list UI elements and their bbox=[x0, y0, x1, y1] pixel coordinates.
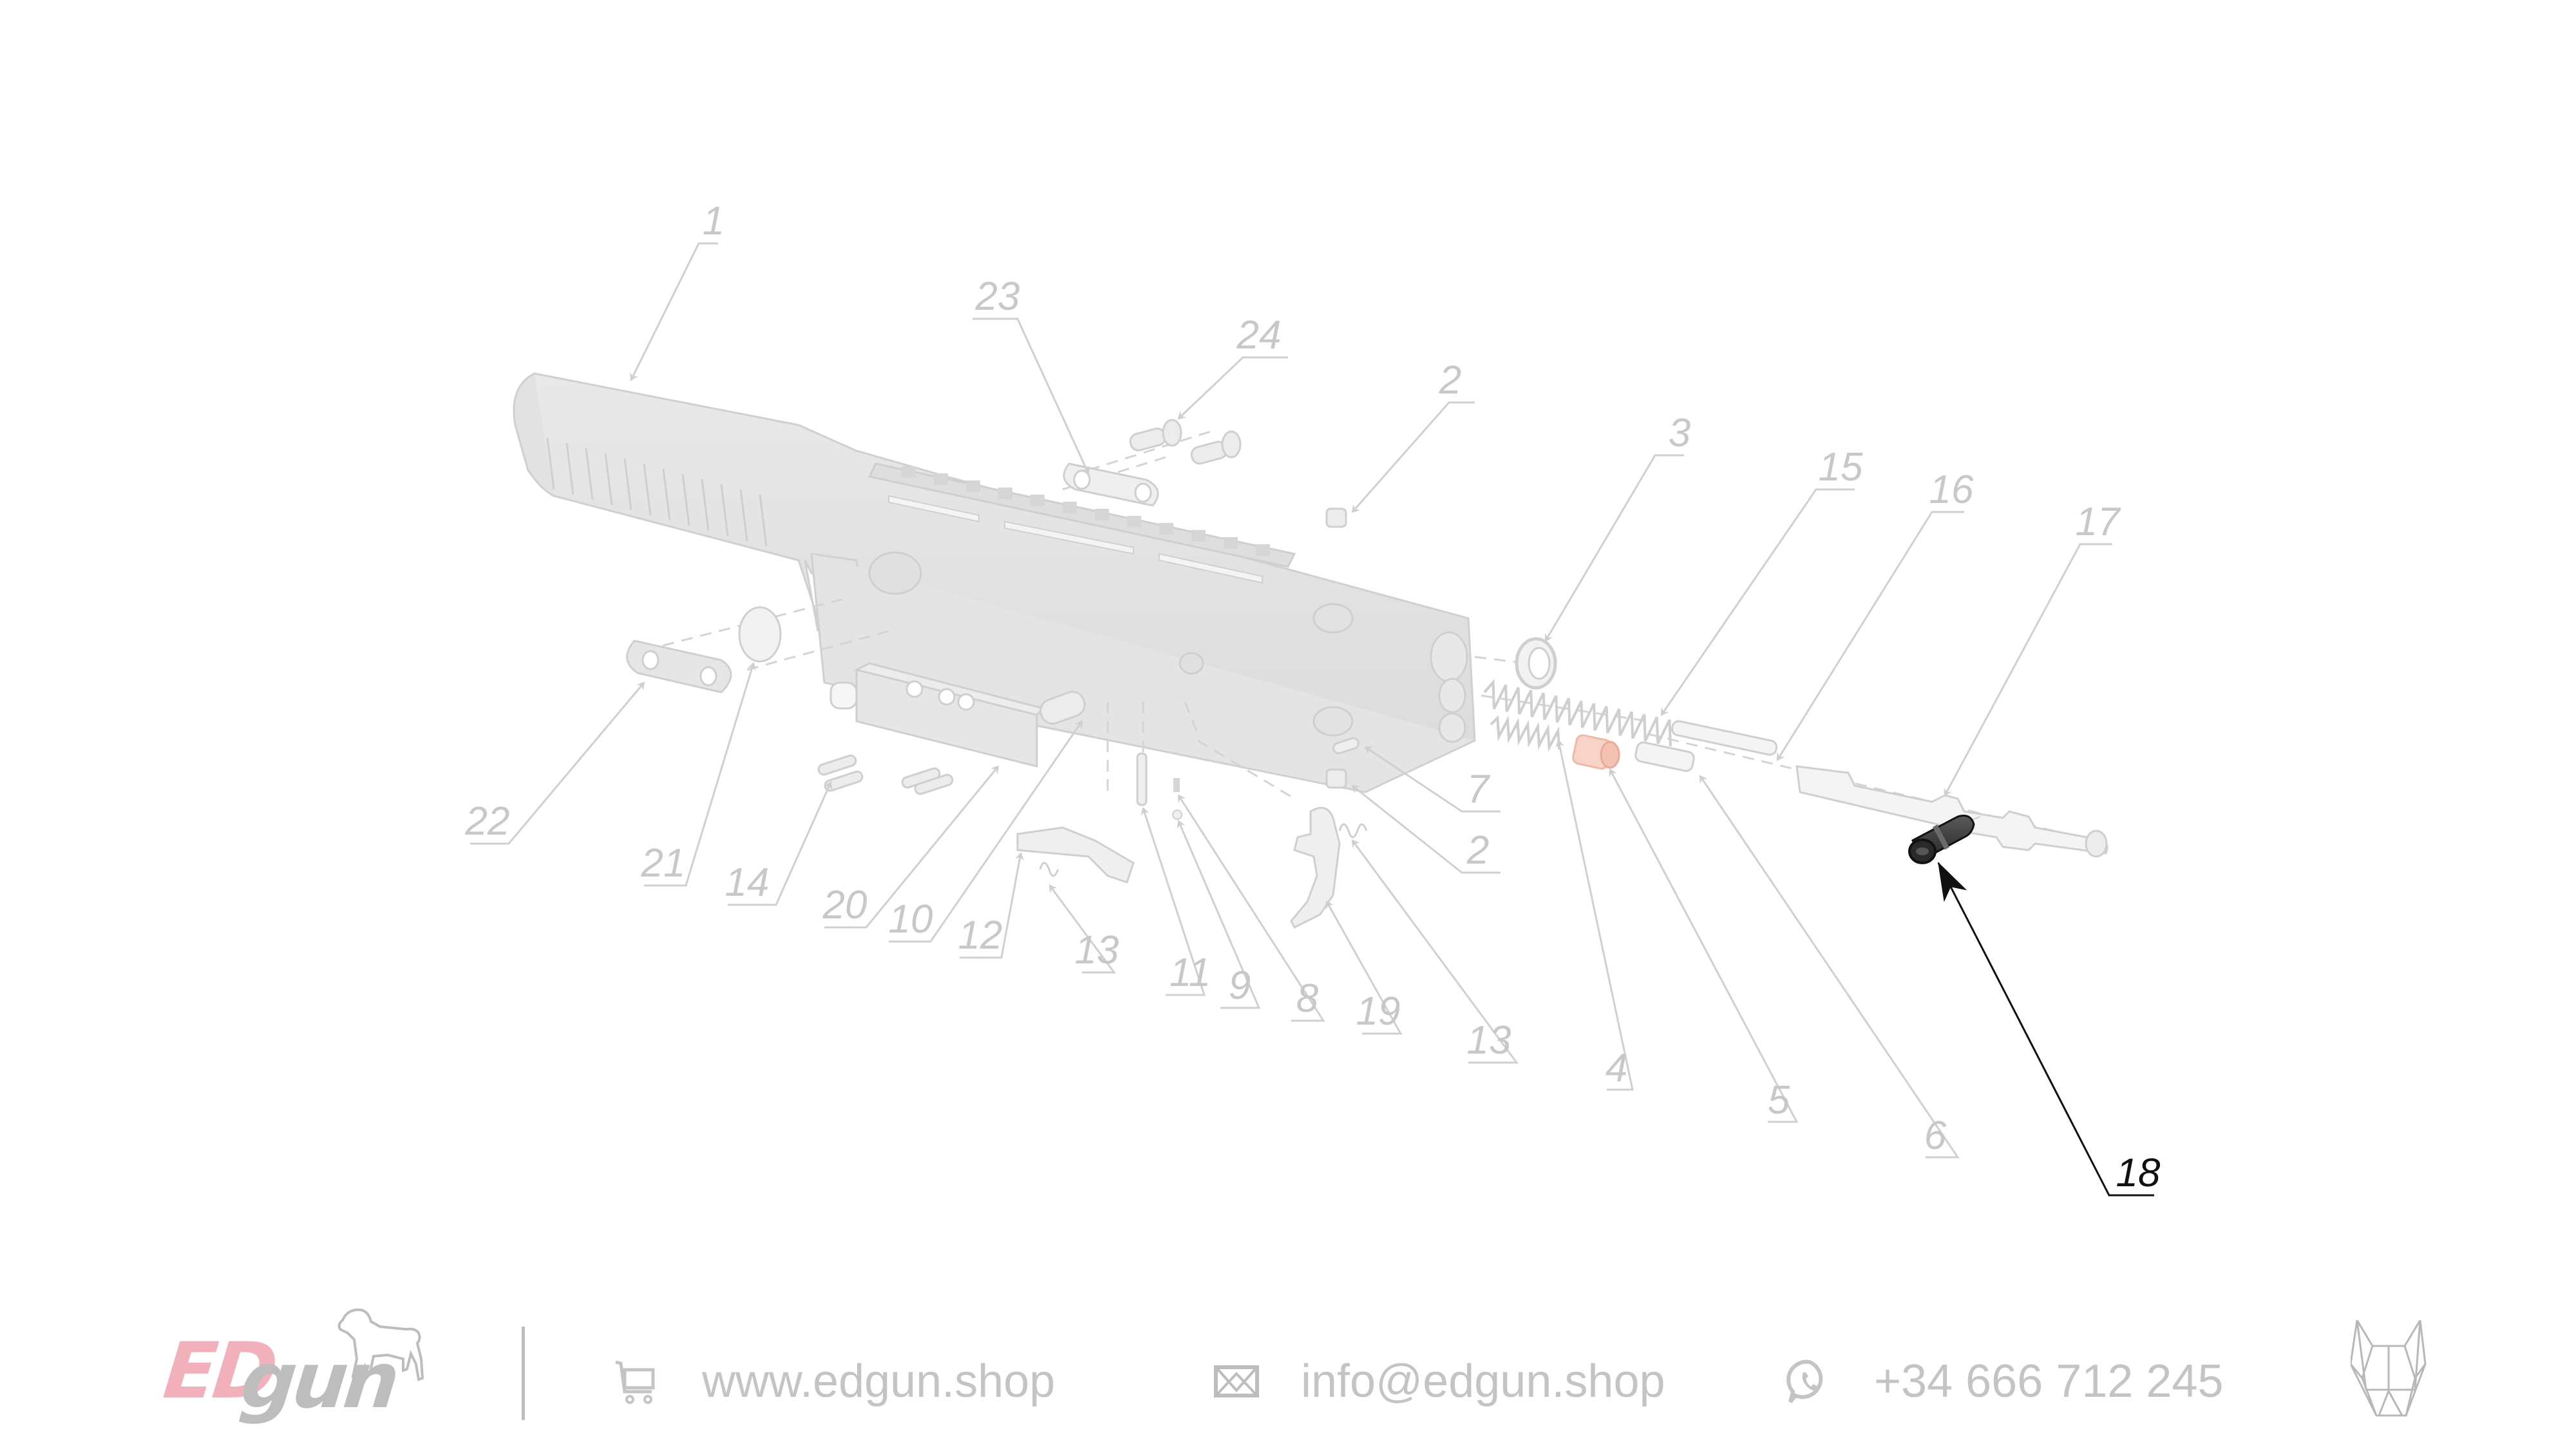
callout-label-24[interactable]: 24 bbox=[1236, 313, 1282, 357]
callout-label-22[interactable]: 22 bbox=[465, 799, 510, 844]
callout-label-5[interactable]: 5 bbox=[1767, 1078, 1790, 1122]
part-22-plate[interactable] bbox=[626, 639, 732, 694]
part-8-spring[interactable] bbox=[1173, 778, 1180, 792]
envelope-icon bbox=[1211, 1356, 1262, 1407]
callout-label-13-left[interactable]: 13 bbox=[1074, 928, 1119, 972]
part-12-sear[interactable] bbox=[1016, 826, 1135, 884]
part-3-ring[interactable] bbox=[1515, 637, 1557, 690]
part-2-bushing-top[interactable] bbox=[1325, 507, 1347, 528]
callout-label-3[interactable]: 3 bbox=[1668, 411, 1691, 455]
part-23-plate[interactable] bbox=[1063, 462, 1159, 507]
whatsapp-icon bbox=[1784, 1356, 1835, 1407]
callout-label-23[interactable]: 23 bbox=[975, 274, 1020, 319]
part-15-spring[interactable] bbox=[1481, 679, 1676, 746]
contact-phone[interactable]: +34 666 712 245 bbox=[1784, 1352, 2224, 1410]
edgun-logo[interactable]: ED gun bbox=[160, 1307, 454, 1430]
callout-label-20[interactable]: 20 bbox=[822, 883, 867, 927]
part-5-bushing[interactable] bbox=[1572, 734, 1620, 770]
part-7-pin[interactable] bbox=[1332, 737, 1360, 755]
callout-label-15[interactable]: 15 bbox=[1818, 445, 1863, 489]
callout-label-10[interactable]: 10 bbox=[888, 897, 933, 942]
part-6-slider[interactable] bbox=[1634, 741, 1695, 772]
part-4-spring[interactable] bbox=[1489, 715, 1563, 752]
cart-icon bbox=[612, 1356, 663, 1407]
part-2-bushing-mid[interactable] bbox=[1325, 768, 1347, 789]
callout-label-9[interactable]: 9 bbox=[1228, 963, 1251, 1008]
part-10-pin[interactable] bbox=[1037, 688, 1088, 727]
part-11-pin[interactable] bbox=[1136, 752, 1148, 806]
callout-label-2-mid[interactable]: 2 bbox=[1466, 828, 1490, 873]
callout-label-16[interactable]: 16 bbox=[1929, 468, 1974, 512]
contact-phone-text[interactable]: +34 666 712 245 bbox=[1874, 1356, 2224, 1407]
contact-email[interactable]: info@edgun.shop bbox=[1211, 1352, 1665, 1410]
callout-label-4[interactable]: 4 bbox=[1605, 1046, 1628, 1090]
callout-label-18-active[interactable]: 18 bbox=[2116, 1151, 2161, 1195]
part-13-spring-left[interactable] bbox=[1039, 862, 1059, 877]
callout-label-17[interactable]: 17 bbox=[2075, 500, 2120, 544]
callout-label-7[interactable]: 7 bbox=[1466, 767, 1490, 811]
part-16-rod[interactable] bbox=[1671, 720, 1778, 756]
callout-label-11[interactable]: 11 bbox=[1169, 951, 1211, 995]
part-17-bolt[interactable] bbox=[1795, 765, 2108, 858]
callout-label-8[interactable]: 8 bbox=[1296, 976, 1319, 1021]
callout-label-21[interactable]: 21 bbox=[641, 841, 686, 886]
contact-website-text[interactable]: www.edgun.shop bbox=[702, 1356, 1056, 1407]
callout-label-12[interactable]: 12 bbox=[958, 913, 1003, 958]
callout-label-19[interactable]: 19 bbox=[1356, 989, 1401, 1034]
wolf-head-icon bbox=[2351, 1320, 2427, 1417]
part-13-spring-right[interactable] bbox=[1338, 823, 1368, 838]
part-1-receiver[interactable] bbox=[513, 372, 1476, 793]
dog-icon bbox=[337, 1308, 424, 1381]
callout-label-6[interactable]: 6 bbox=[1924, 1113, 1947, 1158]
callout-label-2-top[interactable]: 2 bbox=[1439, 358, 1462, 402]
callout-label-14[interactable]: 14 bbox=[724, 860, 770, 905]
callout-label-13-right[interactable]: 13 bbox=[1466, 1018, 1511, 1063]
part-18-highlighted[interactable] bbox=[1908, 815, 1981, 864]
part-20-block[interactable] bbox=[829, 662, 1045, 768]
part-19-trigger[interactable] bbox=[1290, 806, 1341, 929]
contact-email-text[interactable]: info@edgun.shop bbox=[1301, 1356, 1665, 1407]
part-24-screws[interactable] bbox=[1128, 419, 1242, 466]
contact-website[interactable]: www.edgun.shop bbox=[612, 1352, 1055, 1410]
callout-label-1[interactable]: 1 bbox=[702, 199, 725, 243]
footer-divider bbox=[522, 1327, 525, 1420]
part-9-ball[interactable] bbox=[1172, 810, 1182, 820]
part-21-cap[interactable] bbox=[738, 606, 782, 663]
part-14-pins[interactable] bbox=[817, 754, 954, 795]
